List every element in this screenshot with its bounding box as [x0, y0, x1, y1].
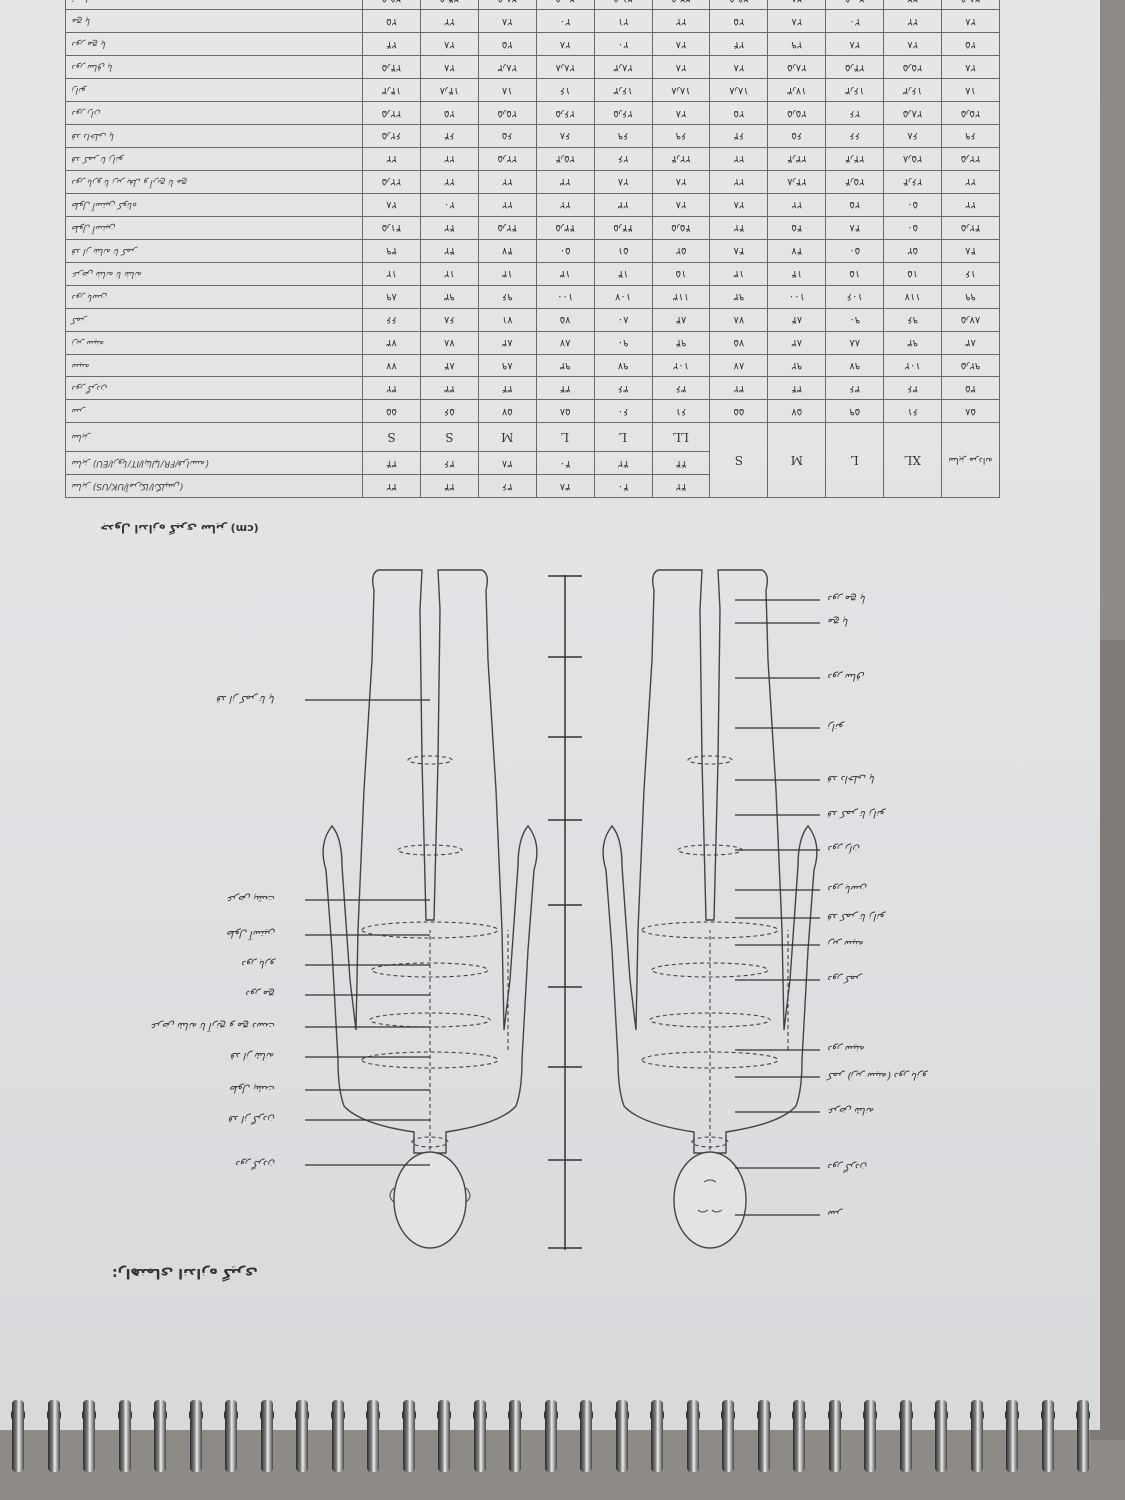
binding-ring: [722, 1400, 734, 1472]
binding-ring: [260, 1400, 273, 1472]
front-measurement-label: عرض شانه: [828, 1105, 875, 1116]
binding-ring: [793, 1400, 805, 1472]
binding-ring: [651, 1400, 663, 1472]
back-measurement-label: قد از شانه: [231, 1050, 275, 1061]
body-outline-left: [710, 569, 818, 1154]
back-measurement-label: عرض شانه تا آرنج و مچ دست: [150, 1020, 275, 1031]
binding-ring: [1077, 1400, 1089, 1472]
back-measurement-label: دور بازو: [242, 958, 275, 969]
binding-ring: [296, 1400, 308, 1472]
front-measurement-label: قد کمر تا زانو: [828, 808, 886, 819]
body-outline-right: [602, 569, 710, 1154]
back-measurement-label: دور گردن: [235, 1158, 275, 1169]
back-measurement-label: طول پشت: [229, 1083, 275, 1094]
binding-ring: [83, 1400, 95, 1472]
body-measurement-diagram: [305, 569, 820, 1250]
head: [393, 1151, 467, 1249]
measure-ellipse: [649, 1012, 771, 1028]
front-measurement-label: دور گردن: [828, 1161, 868, 1172]
binding-ring: [402, 1400, 415, 1472]
binding-ring: [12, 1400, 24, 1472]
front-measurement-label: دور کمر: [828, 973, 862, 984]
binding-ring: [935, 1400, 947, 1472]
back-figure: [322, 569, 538, 1249]
binding-ring: [757, 1400, 770, 1472]
front-measurement-label: سر: [828, 1208, 842, 1219]
head: [673, 1151, 747, 1249]
front-measurement-label: دور باسن: [828, 883, 868, 894]
face: [697, 1179, 723, 1213]
back-measurement-label: قد از گردن: [228, 1113, 275, 1124]
body-outline-left: [430, 569, 538, 1154]
binding-ring: [438, 1400, 450, 1472]
binding-ring: [367, 1400, 379, 1472]
back-measurement-label: عرض پشت: [226, 893, 275, 904]
front-measurement-label: قد کمر تا زانو: [828, 911, 886, 922]
ears: [389, 1187, 471, 1203]
binding-ring: [473, 1400, 486, 1472]
front-measurement-label: دور مچ پا: [828, 593, 867, 604]
front-measurement-label: زانو: [828, 721, 844, 732]
measure-ellipse: [361, 921, 499, 939]
binding-ring: [331, 1400, 344, 1472]
binding-ring: [899, 1400, 912, 1472]
front-figure: [602, 569, 818, 1249]
binding-ring: [828, 1400, 841, 1472]
measure-ellipse: [361, 1051, 499, 1069]
binding-ring: [686, 1400, 699, 1472]
binding-ring: [615, 1400, 628, 1472]
front-measurement-label: دور سینه: [828, 1043, 866, 1054]
binding-ring: [1006, 1400, 1018, 1472]
front-measurement-label: کمر (زیر سینه) دور بازو: [828, 1070, 928, 1081]
binding-ring: [47, 1400, 60, 1472]
back-measurement-label: طول آستین: [226, 928, 275, 939]
binding-ring: [225, 1400, 237, 1472]
binding-ring: [970, 1400, 983, 1472]
measure-ellipse: [397, 844, 463, 856]
front-measurement-label: قد داخلی پا: [828, 773, 876, 784]
front-measurement-label: زیر سینه: [828, 938, 865, 949]
binding-ring: [544, 1400, 557, 1472]
back-measurement-label: قد از کمر تا پا: [216, 693, 275, 704]
measure-ellipse: [371, 962, 489, 978]
back-measurement-label: دور مچ: [245, 988, 275, 999]
measure-ellipse: [677, 844, 743, 856]
measure-ellipse: [641, 921, 779, 939]
measure-ellipse: [651, 962, 769, 978]
binding-ring: [509, 1400, 521, 1472]
body-outline-right: [322, 569, 430, 1154]
front-measurement-label: دور ران: [828, 843, 861, 854]
binding-ring: [118, 1400, 131, 1472]
binding-ring: [864, 1400, 876, 1472]
measure-ellipse: [687, 755, 733, 765]
binding-ring: [1041, 1400, 1054, 1472]
front-measurement-label: دور ساق: [828, 671, 865, 682]
guide-title: راهنمای اندازه گیری:: [112, 1265, 258, 1281]
binding-ring: [189, 1400, 202, 1472]
binding-ring: [580, 1400, 592, 1472]
binding-ring: [154, 1400, 166, 1472]
measure-ellipse: [641, 1051, 779, 1069]
front-measurement-label: مچ پا: [828, 616, 849, 627]
measure-ellipse: [407, 755, 453, 765]
